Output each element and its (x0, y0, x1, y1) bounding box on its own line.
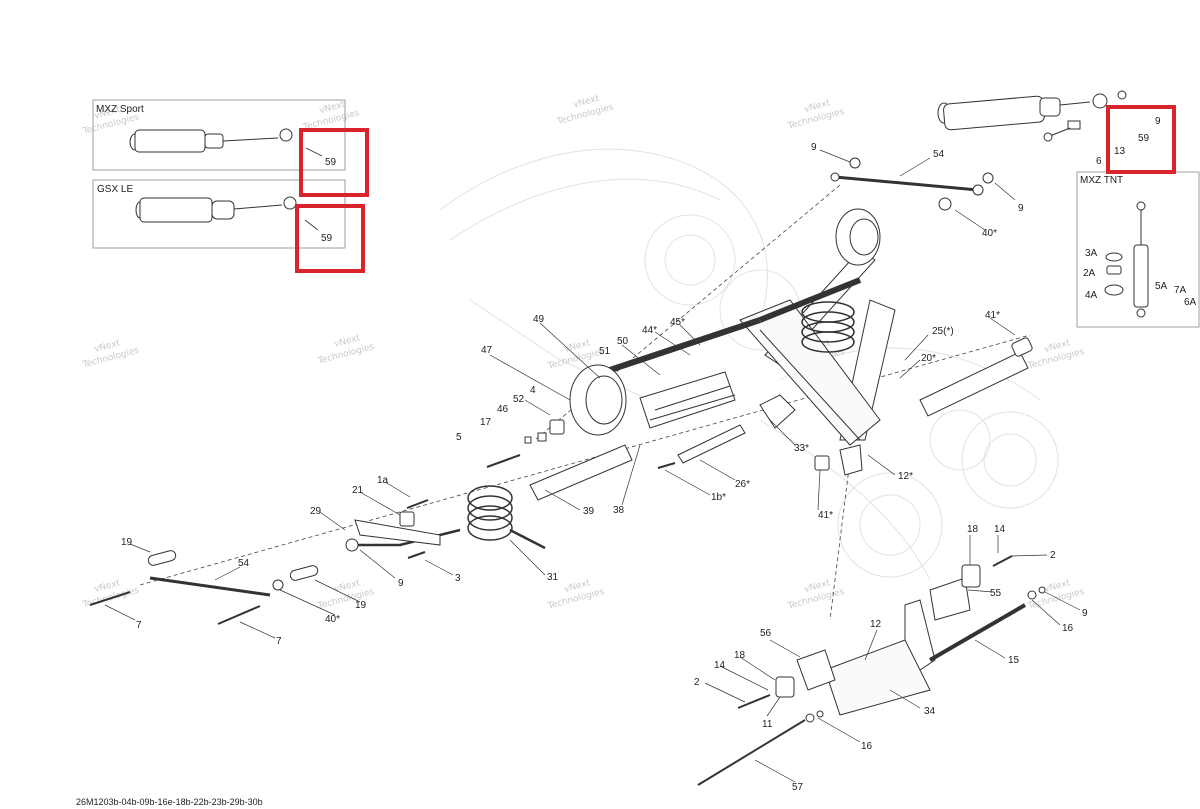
callout-49: 49 (533, 314, 545, 325)
callout-11: 11 (762, 719, 773, 730)
callout-9: 9 (1018, 203, 1024, 214)
inset-title: GSX LE (97, 184, 133, 195)
callout-5A: 5A (1155, 281, 1168, 292)
callout-9: 9 (811, 142, 817, 153)
document-code: 26M1203b-04b-09b-16e-18b-22b-23b-29b-30b (76, 797, 263, 807)
highlight-box-gsx-le-59 (295, 204, 365, 273)
callout-4: 4 (530, 385, 536, 396)
callout-40: 40* (982, 228, 997, 239)
shock-absorber-drawing (135, 196, 297, 223)
callout-25: 25(*) (932, 326, 954, 337)
callout-21: 21 (352, 485, 364, 496)
callout-5: 5 (456, 432, 462, 443)
callout-51: 51 (599, 346, 611, 357)
highlight-box-top-right-59 (1106, 105, 1176, 174)
callout-2: 2 (694, 677, 700, 688)
inset-title: MXZ TNT (1080, 175, 1123, 186)
callout-41: 41* (818, 510, 833, 521)
callout-17: 17 (480, 417, 492, 428)
inset-gsx-le: GSX LE 59 (92, 179, 346, 249)
callout-numbers: 9 54 9 40* 49 50 44* 45* 47 4 52 46 17 5… (121, 142, 1088, 793)
inset-title: MXZ Sport (96, 104, 144, 115)
callout-41: 41* (985, 310, 1000, 321)
callout-16: 16 (1062, 623, 1074, 634)
callout-54: 54 (933, 149, 945, 160)
callout-40: 40* (325, 614, 340, 625)
callout-12: 12* (898, 471, 913, 482)
callout-2: 2 (1050, 550, 1056, 561)
background-ghost-drawing (439, 148, 1059, 581)
leader-lines (104, 149, 1081, 783)
shock-vertical-drawing (1104, 201, 1149, 318)
callout-6: 6 (1096, 156, 1102, 167)
callout-9: 9 (1155, 116, 1161, 127)
callout-46: 46 (497, 404, 509, 415)
callout-7: 7 (276, 636, 282, 647)
highlight-boxes (295, 105, 1176, 273)
callout-14: 14 (994, 524, 1006, 535)
inset-mxz-sport: MXZ Sport 59 (92, 99, 346, 171)
callout-19: 19 (355, 600, 367, 611)
callout-13: 13 (1114, 146, 1126, 157)
callout-59: 59 (325, 157, 337, 168)
shock-absorber-drawing (129, 128, 293, 153)
callout-31: 31 (547, 572, 559, 583)
callout-2A: 2A (1083, 268, 1096, 279)
callout-52: 52 (513, 394, 525, 405)
callout-47: 47 (481, 345, 493, 356)
callout-59: 59 (321, 233, 333, 244)
callout-44: 44* (642, 325, 657, 336)
callout-7: 7 (136, 620, 142, 631)
callout-57: 57 (792, 782, 804, 793)
callout-3A: 3A (1085, 248, 1098, 259)
callout-12: 12 (870, 619, 882, 630)
callout-19: 19 (121, 537, 133, 548)
callout-16: 16 (861, 741, 873, 752)
callout-6A: 6A (1184, 297, 1197, 308)
inset-mxz-tnt: MXZ TNT 3A 2A 4A 5A 7A 6A (1076, 171, 1200, 328)
callout-56: 56 (760, 628, 772, 639)
callout-18: 18 (734, 650, 746, 661)
suspension-assembly-drawing (89, 157, 1046, 786)
callout-33: 33* (794, 443, 809, 454)
callout-7A: 7A (1174, 285, 1187, 296)
callout-38: 38 (613, 505, 625, 516)
callout-54: 54 (238, 558, 250, 569)
watermarks: vNext Technologies vNext Technologies vN… (81, 94, 1086, 612)
callout-45: 45* (670, 317, 685, 328)
callout-39: 39 (583, 506, 595, 517)
callout-14: 14 (714, 660, 726, 671)
callout-4A: 4A (1085, 290, 1098, 301)
highlight-box-mxz-sport-59 (299, 128, 369, 197)
callout-15: 15 (1008, 655, 1020, 666)
callout-34: 34 (924, 706, 936, 717)
top-right-shock: 9 59 13 6 (937, 90, 1161, 167)
callout-9: 9 (1082, 608, 1088, 619)
callout-18: 18 (967, 524, 979, 535)
callout-1a: 1a (377, 475, 389, 486)
callout-20: 20* (921, 353, 936, 364)
callout-1b: 1b* (711, 492, 726, 503)
callout-59: 59 (1138, 133, 1150, 144)
callout-50: 50 (617, 336, 629, 347)
callout-55: 55 (990, 588, 1002, 599)
callout-29: 29 (310, 506, 322, 517)
callout-26: 26* (735, 479, 750, 490)
callout-9: 9 (398, 578, 404, 589)
callout-3: 3 (455, 573, 461, 584)
